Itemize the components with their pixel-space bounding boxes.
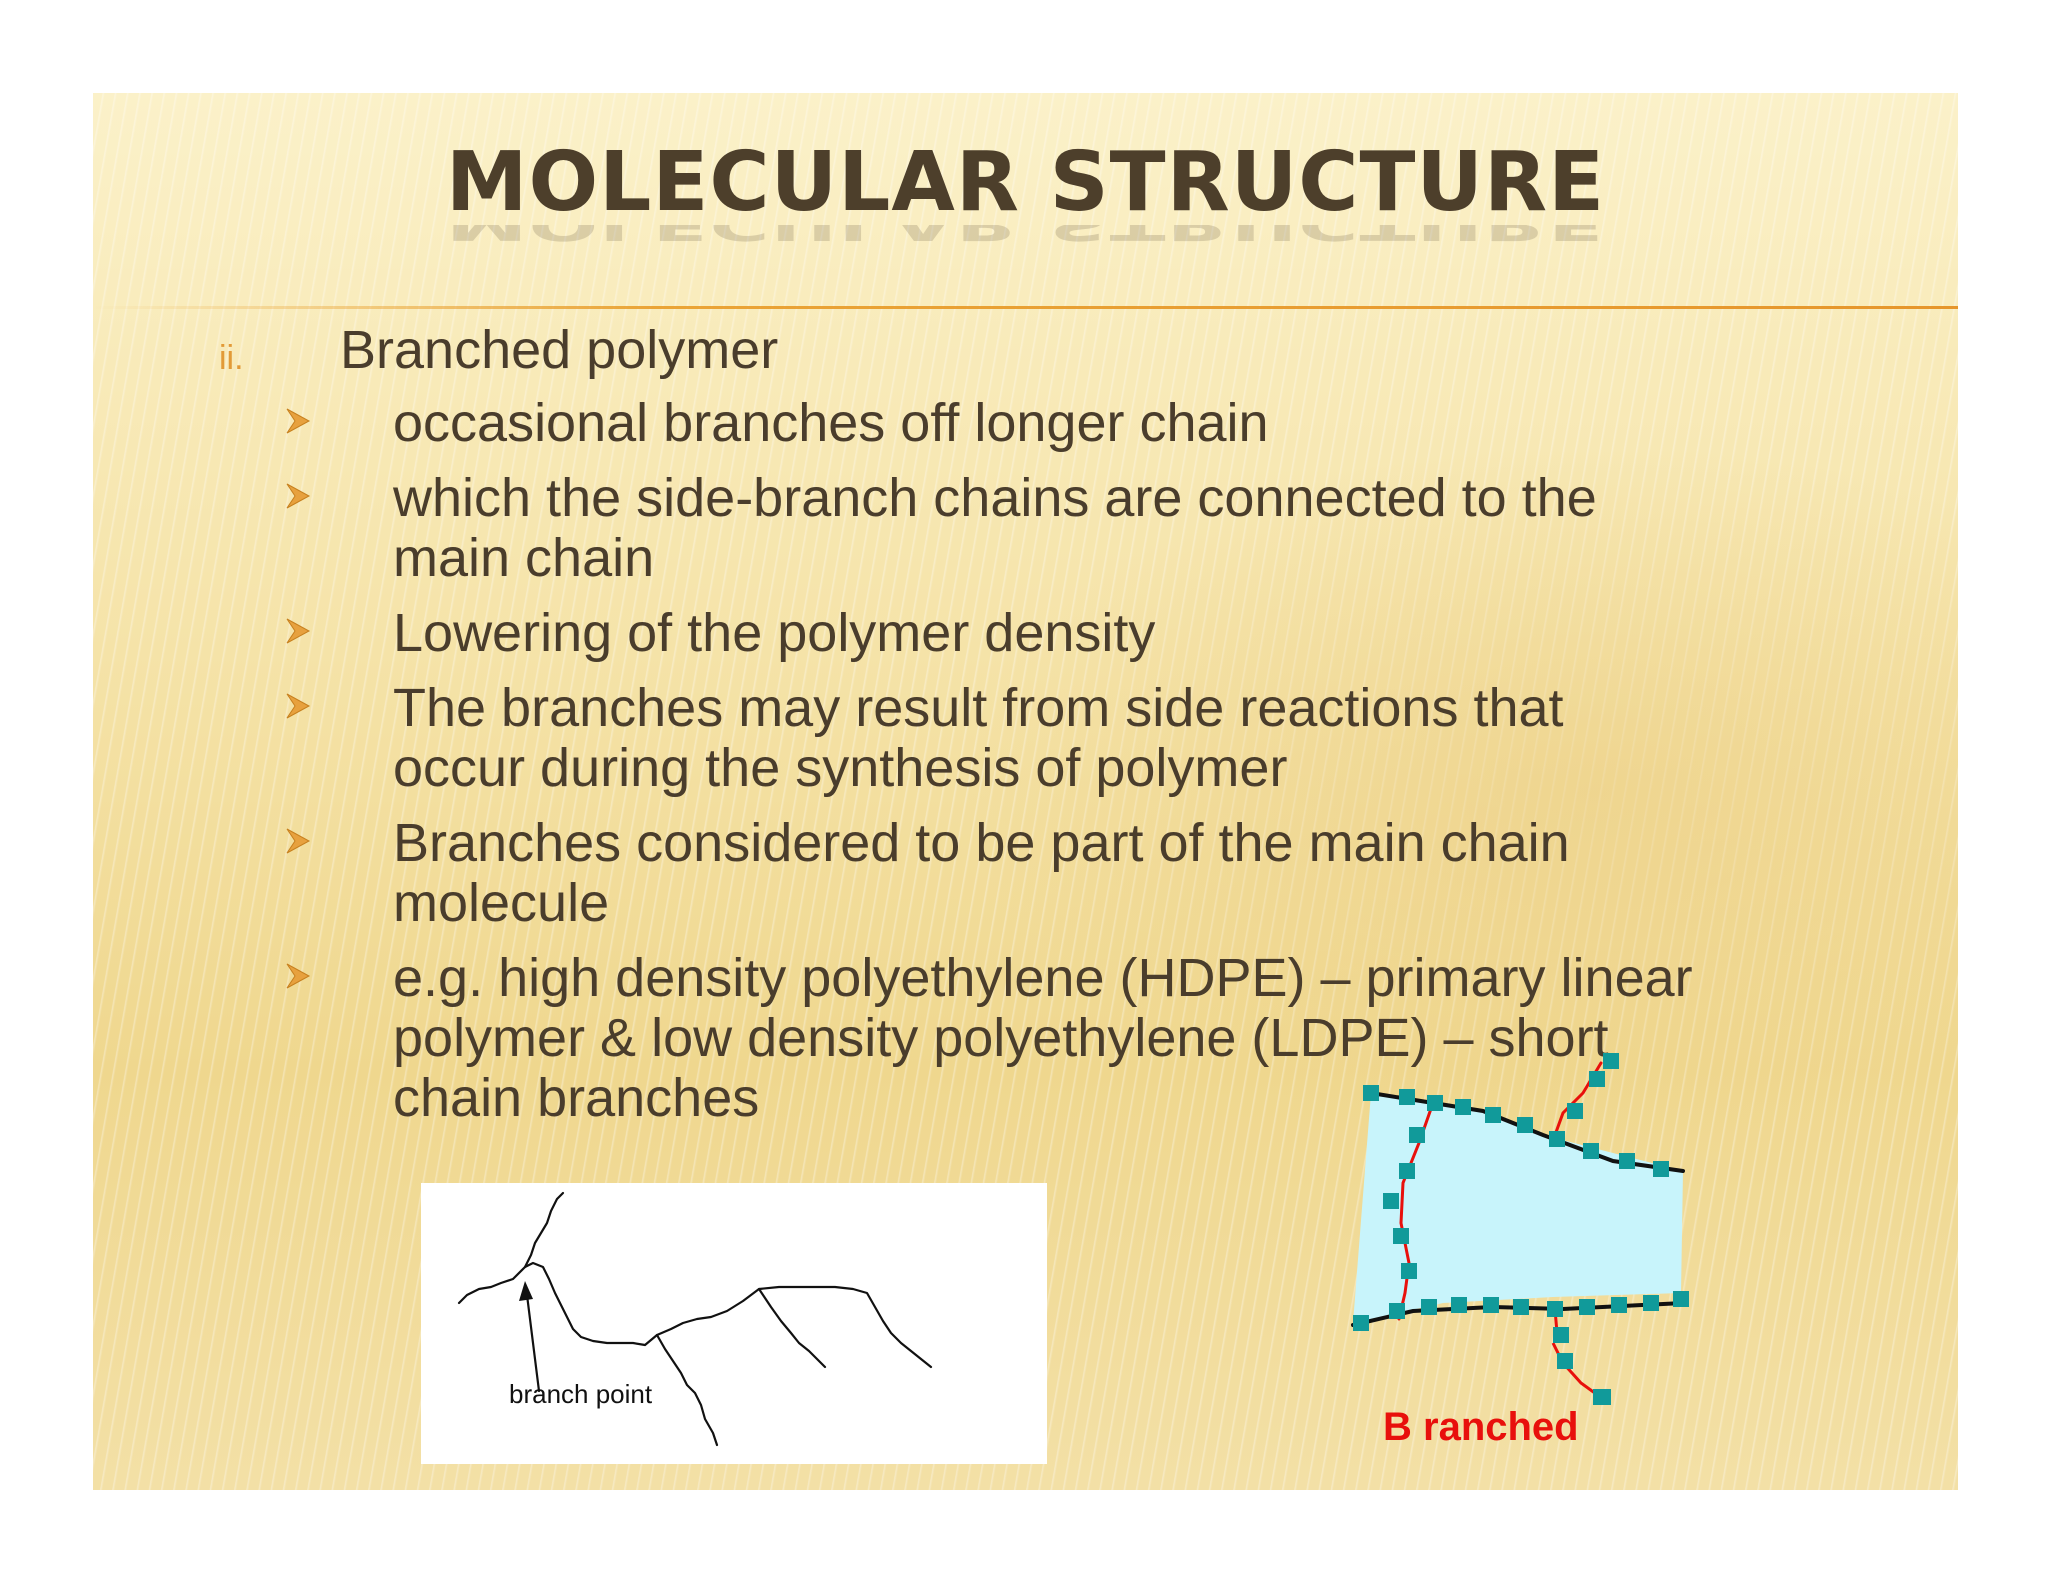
bullet-line: occasional branches off longer chain <box>393 393 1269 453</box>
arrowhead-bullet-icon <box>286 483 311 509</box>
arrowhead-bullet-icon <box>286 963 311 989</box>
title-divider <box>93 306 1958 309</box>
bullet-line: e.g. high density polyethylene (HDPE) – … <box>393 948 1693 1008</box>
arrowhead-bullet-icon <box>286 828 311 854</box>
slide-title: MOLECULAR STRUCTURE <box>445 135 1606 230</box>
arrowhead-bullet-icon <box>286 693 311 719</box>
branch-tail <box>1551 1343 1611 1405</box>
bullet-line: The branches may result from side reacti… <box>393 678 1564 738</box>
bullet-line: Branches considered to be part of the ma… <box>393 813 1570 873</box>
branched-label: B ranched <box>1383 1405 1579 1449</box>
bullet-line: which the side-branch chains are connect… <box>393 468 1597 528</box>
arrowhead-bullet-icon <box>286 618 311 644</box>
branch-point-diagram: branch point <box>457 1191 933 1447</box>
section-heading: Branched polymer <box>340 320 779 380</box>
slide-title-reflection: MOLECULAR STRUCTURE <box>93 225 1958 245</box>
bullet-line: main chain <box>393 528 655 588</box>
bullet-line: occur during the synthesis of polymer <box>393 738 1288 798</box>
bullet-line: Lowering of the polymer density <box>393 603 1156 663</box>
branched-polymer-figure <box>1343 1053 1723 1385</box>
branch-point-figure: branch point <box>421 1183 1047 1464</box>
branched-chain-diagram <box>1351 1053 1689 1385</box>
list-numeral: ii. <box>219 339 244 377</box>
bullet-line: molecule <box>393 873 610 933</box>
bullet-line: polymer & low density polyethylene (LDPE… <box>393 1008 1609 1068</box>
arrowhead-bullet-icon <box>286 408 311 434</box>
branch-point-label: branch point <box>509 1379 653 1409</box>
slide: MOLECULAR STRUCTURE MOLECULAR STRUCTURE … <box>93 93 1958 1490</box>
bullet-line: chain branches <box>393 1068 760 1128</box>
